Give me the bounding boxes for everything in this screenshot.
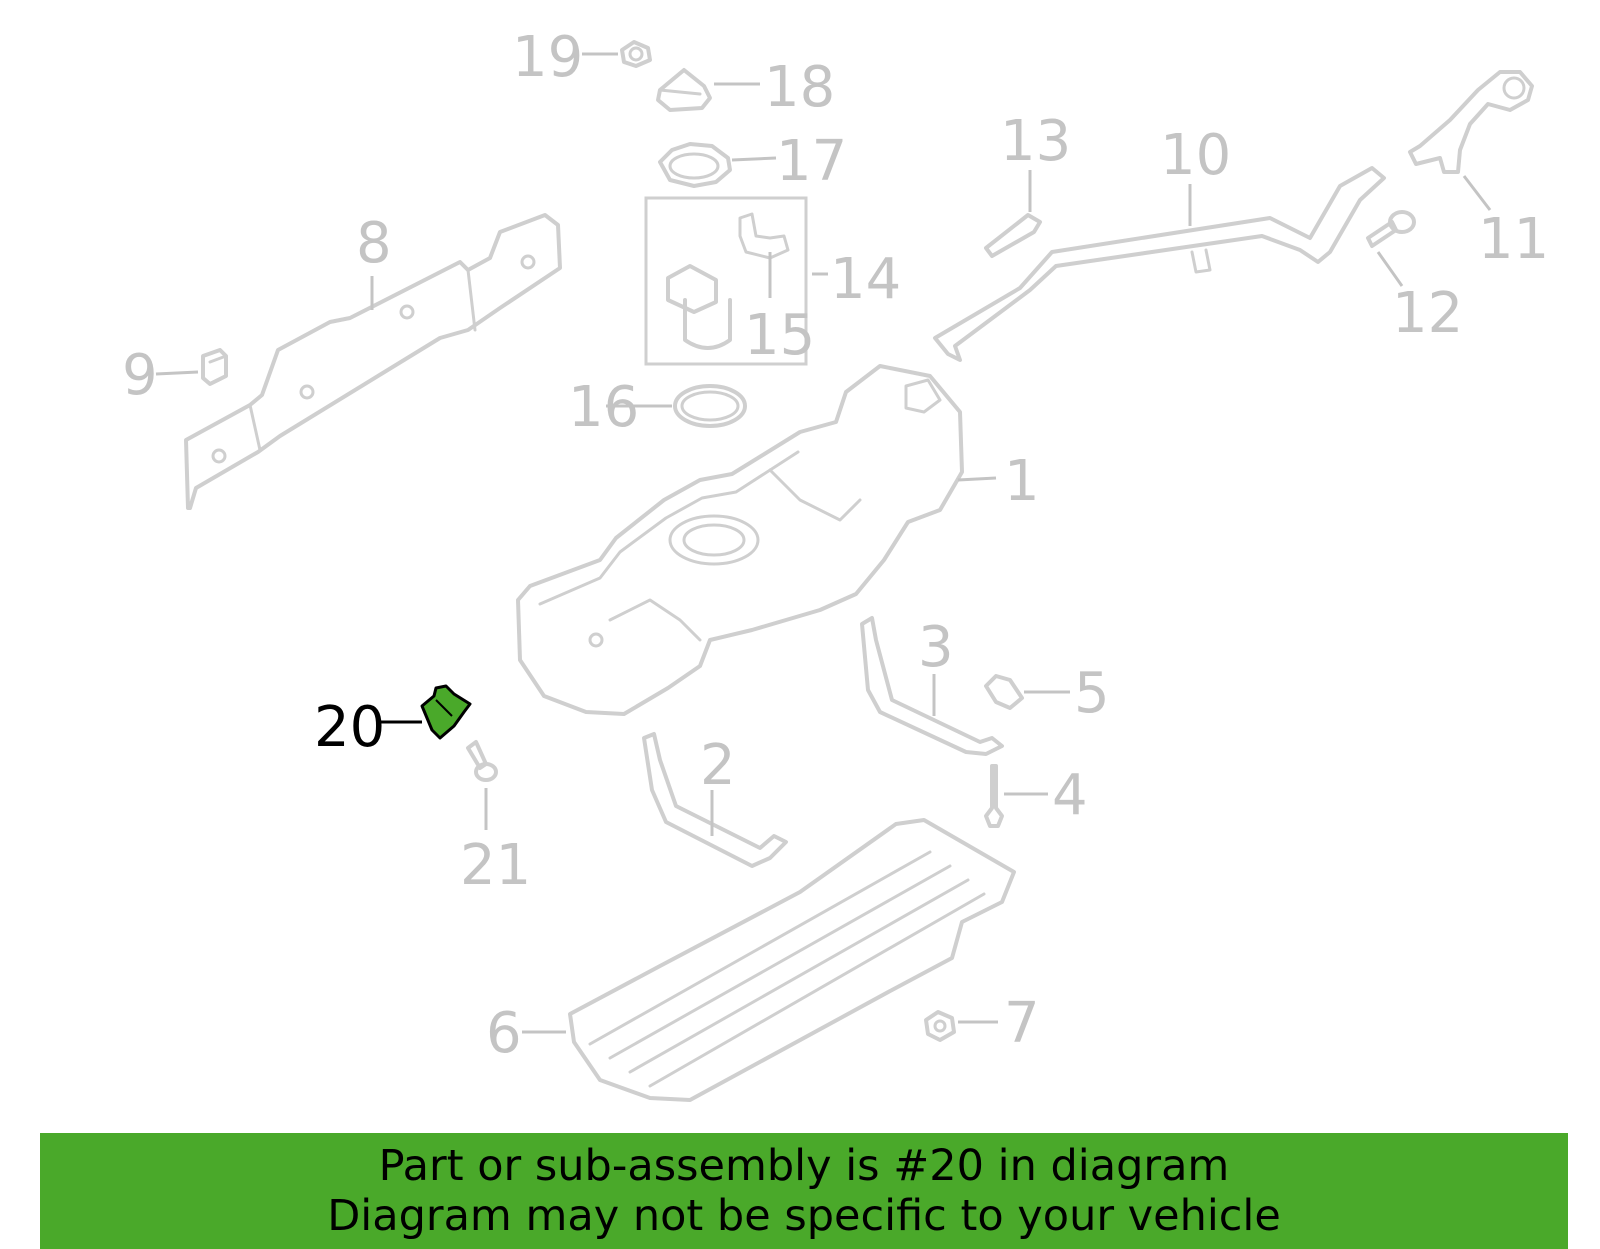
banner-line-2: Diagram may not be specific to your vehi… — [327, 1191, 1281, 1241]
info-banner: Part or sub-assembly is #20 in diagram D… — [40, 1133, 1568, 1249]
callout-1: 1 — [1004, 449, 1040, 514]
part-2-strap[interactable] — [642, 732, 788, 868]
part-14-fuel-pump-assembly[interactable] — [644, 196, 808, 366]
part-16-seal[interactable] — [673, 384, 747, 428]
callout-21: 21 — [460, 833, 531, 898]
part-1-fuel-tank[interactable] — [516, 364, 964, 716]
part-3-strap[interactable] — [860, 616, 1004, 756]
part-7-nut[interactable] — [924, 1010, 956, 1042]
part-18-cap[interactable] — [656, 68, 712, 112]
callout-17: 17 — [776, 129, 847, 194]
callout-20-highlighted: 20 — [314, 695, 385, 760]
callout-10: 10 — [1160, 123, 1231, 188]
part-10-filler-pipe[interactable] — [933, 166, 1386, 362]
callout-19: 19 — [512, 25, 583, 90]
callout-4: 4 — [1052, 763, 1088, 828]
part-5-clip[interactable] — [984, 674, 1024, 710]
part-8-heat-shield[interactable] — [184, 213, 562, 510]
part-20-module-highlighted[interactable] — [420, 684, 472, 740]
part-9-clip[interactable] — [201, 348, 228, 386]
part-11-filler-neck[interactable] — [1408, 70, 1534, 174]
callout-8: 8 — [356, 211, 392, 276]
callout-13: 13 — [1000, 109, 1071, 174]
callout-14: 14 — [830, 247, 901, 312]
part-19-nut[interactable] — [620, 40, 652, 68]
callout-7: 7 — [1004, 991, 1040, 1056]
callout-18: 18 — [764, 55, 835, 120]
part-12-bolt[interactable] — [1366, 210, 1416, 248]
callout-9: 9 — [122, 343, 158, 408]
callout-12: 12 — [1392, 281, 1463, 346]
parts-diagram: 1 2 3 4 5 6 7 8 9 10 11 12 13 14 15 16 1… — [122, 25, 1549, 1102]
callout-2: 2 — [700, 733, 736, 798]
callout-labels: 1 2 3 4 5 6 7 8 9 10 11 12 13 14 15 16 1… — [122, 25, 1549, 1066]
part-6-skid-plate[interactable] — [568, 818, 1016, 1102]
leader-lines — [155, 52, 1492, 1034]
banner-line-1: Part or sub-assembly is #20 in diagram — [378, 1141, 1230, 1191]
callout-6: 6 — [486, 1001, 522, 1066]
part-13-strap[interactable] — [984, 213, 1042, 258]
callout-5: 5 — [1074, 661, 1110, 726]
callout-16: 16 — [568, 375, 639, 440]
part-17-lock-ring[interactable] — [658, 142, 732, 188]
part-4-bolt[interactable] — [984, 764, 1004, 828]
callout-15: 15 — [744, 303, 815, 368]
part-21-bolt[interactable] — [466, 740, 498, 782]
callout-11: 11 — [1478, 207, 1549, 272]
callout-3: 3 — [918, 615, 954, 680]
